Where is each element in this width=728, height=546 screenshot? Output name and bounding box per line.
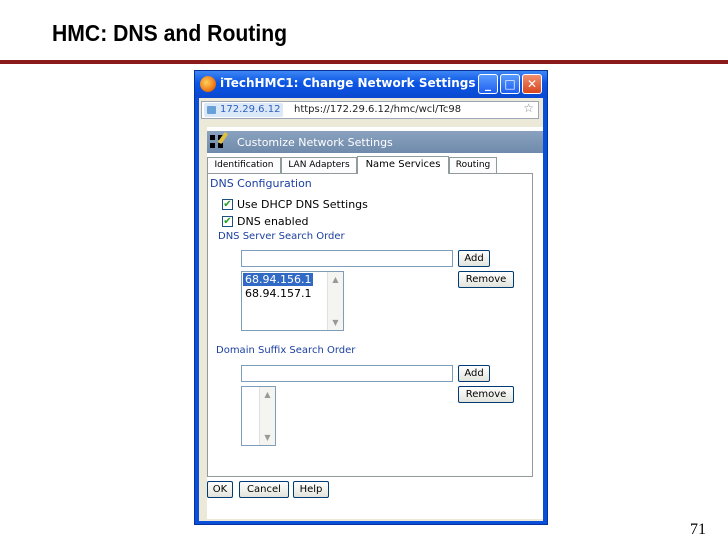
scroll-up-icon[interactable]: ▲ xyxy=(264,390,271,399)
name-services-pane: DNS Configuration ✔ Use DHCP DNS Setting… xyxy=(207,173,533,477)
page-content: Customize Network Settings Identificatio… xyxy=(207,127,543,519)
add-suffix-button[interactable]: Add xyxy=(458,365,490,382)
dns-server-listbox[interactable]: 68.94.156.1 68.94.157.1 ▲ ▼ xyxy=(241,271,344,331)
dns-enabled-checkbox[interactable]: ✔ DNS enabled xyxy=(222,215,392,229)
panel-title: Customize Network Settings xyxy=(237,136,393,149)
ok-button[interactable]: OK xyxy=(207,481,233,498)
tab-lan-adapters[interactable]: LAN Adapters xyxy=(281,157,357,173)
remove-suffix-button[interactable]: Remove xyxy=(458,386,514,403)
listbox-scrollbar[interactable]: ▲ ▼ xyxy=(259,387,275,445)
bookmark-star-icon[interactable]: ☆ xyxy=(523,101,534,115)
tab-strip: Identification LAN Adapters Name Service… xyxy=(207,156,543,174)
list-item[interactable]: 68.94.156.1 xyxy=(243,273,314,286)
window-title: iTechHMC1: Change Network Settings -... xyxy=(220,76,499,90)
tab-identification[interactable]: Identification xyxy=(207,157,281,173)
scroll-up-icon[interactable]: ▲ xyxy=(332,275,339,284)
dns-enabled-label: DNS enabled xyxy=(237,215,309,228)
dns-configuration-label: DNS Configuration xyxy=(210,177,312,190)
address-bar[interactable]: 172.29.6.12 https://172.29.6.12/hmc/wcl/… xyxy=(201,101,539,119)
panel-header: Customize Network Settings xyxy=(207,131,543,153)
url-text[interactable]: https://172.29.6.12/hmc/wcl/Tc98 xyxy=(294,104,462,115)
use-dhcp-label: Use DHCP DNS Settings xyxy=(237,198,368,211)
tab-routing[interactable]: Routing xyxy=(449,157,497,173)
remove-server-button[interactable]: Remove xyxy=(458,271,514,288)
domain-suffix-input[interactable] xyxy=(241,365,453,382)
add-server-button[interactable]: Add xyxy=(458,250,490,267)
window-client: 172.29.6.12 https://172.29.6.12/hmc/wcl/… xyxy=(199,98,543,521)
domain-suffix-listbox[interactable]: ▲ ▼ xyxy=(241,386,276,446)
close-button[interactable]: ✕ xyxy=(522,74,542,94)
site-ip: 172.29.6.12 xyxy=(220,104,281,115)
lock-icon xyxy=(207,106,216,114)
maximize-button[interactable]: □ xyxy=(500,74,520,94)
cancel-button[interactable]: Cancel xyxy=(239,481,289,498)
domain-suffix-order-label: Domain Suffix Search Order xyxy=(216,345,356,356)
help-button[interactable]: Help xyxy=(293,481,329,498)
use-dhcp-checkbox[interactable]: ✔ Use DHCP DNS Settings xyxy=(222,198,392,212)
check-icon: ✔ xyxy=(222,216,233,227)
scroll-down-icon[interactable]: ▼ xyxy=(332,318,339,327)
dns-server-input[interactable] xyxy=(241,250,453,267)
minimize-button[interactable]: _ xyxy=(478,74,498,94)
tab-name-services[interactable]: Name Services xyxy=(357,156,449,174)
firefox-icon xyxy=(200,76,216,92)
page-number: 71 xyxy=(690,521,706,538)
dns-server-order-label: DNS Server Search Order xyxy=(218,231,345,242)
listbox-scrollbar[interactable]: ▲ ▼ xyxy=(327,272,343,330)
window-titlebar[interactable]: iTechHMC1: Change Network Settings -... … xyxy=(195,71,547,98)
scroll-down-icon[interactable]: ▼ xyxy=(264,433,271,442)
slide-title: HMC: DNS and Routing xyxy=(52,20,288,46)
site-identity[interactable]: 172.29.6.12 xyxy=(204,103,284,117)
list-item[interactable]: 68.94.157.1 xyxy=(245,287,312,300)
browser-window[interactable]: iTechHMC1: Change Network Settings -... … xyxy=(194,70,548,525)
check-icon: ✔ xyxy=(222,199,233,210)
title-divider xyxy=(0,60,728,64)
